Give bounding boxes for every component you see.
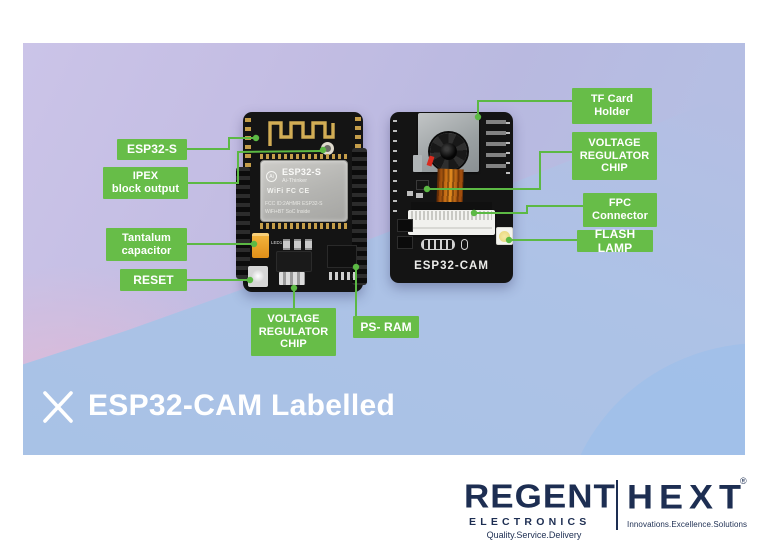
resistor-icon bbox=[305, 239, 312, 250]
pin-header-left bbox=[236, 167, 250, 279]
registered-mark: ® bbox=[740, 476, 747, 486]
camera-lens-icon bbox=[430, 133, 467, 170]
solder-pads-icon bbox=[329, 272, 355, 280]
tantalum-capacitor-icon bbox=[252, 233, 269, 258]
fpc-label: FPC Connector bbox=[583, 193, 657, 227]
psram-chip-icon bbox=[327, 245, 357, 268]
tfcard-label: TF Card Holder bbox=[572, 88, 652, 124]
module-fcc-id: FCC ID:2AHMR ESP32-S bbox=[265, 201, 323, 207]
esp32s-label: ESP32-S bbox=[117, 139, 187, 160]
smd-component bbox=[407, 191, 413, 196]
vrc-left-label: VOLTAGE REGULATOR CHIP bbox=[251, 308, 336, 356]
logo-divider bbox=[616, 480, 618, 530]
x-logo-icon bbox=[43, 391, 73, 423]
fpc-latch-bar bbox=[411, 202, 492, 210]
regent-tagline: Quality.Service.Delivery bbox=[486, 530, 582, 540]
voltage-regulator-chip-front-icon bbox=[416, 180, 429, 190]
smd-component bbox=[416, 193, 423, 198]
esp32s-shield-module: Ai ESP32-S Ai-Thinker WiFi FC CE FCC ID:… bbox=[260, 160, 348, 222]
hext-logo: HEXT bbox=[627, 476, 748, 517]
castellation-pads-right bbox=[355, 117, 361, 159]
esp32-board-back: Ai ESP32-S Ai-Thinker WiFi FC CE FCC ID:… bbox=[236, 112, 367, 292]
module-pads-bottom bbox=[260, 223, 348, 229]
board-name-silkscreen: ESP32-CAM bbox=[414, 260, 489, 272]
module-soc-text: WiFi+BT SoC Inside bbox=[265, 209, 311, 215]
fpc-connector-icon bbox=[408, 210, 495, 235]
antenna-trace-icon bbox=[268, 121, 335, 146]
page-title: ESP32-CAM Labelled bbox=[88, 389, 396, 422]
psram-label: PS- RAM bbox=[353, 316, 419, 338]
flash-lamp-icon bbox=[496, 227, 513, 245]
reset-label: RESET bbox=[120, 269, 187, 291]
module-pads-top bbox=[260, 154, 348, 159]
castellation-pads-left bbox=[245, 118, 251, 168]
regent-logo: REGENT bbox=[464, 477, 616, 516]
led1-label: LED1 bbox=[271, 240, 283, 245]
ipex-label: IPEX block output bbox=[103, 167, 188, 199]
module-brand: Ai-Thinker bbox=[282, 178, 308, 184]
jumper-pads-icon bbox=[397, 219, 413, 232]
jumper-pads-icon bbox=[397, 236, 413, 249]
reset-button-icon bbox=[248, 266, 268, 287]
silkscreen-marks-icon bbox=[461, 239, 468, 250]
module-name: ESP32-S bbox=[282, 167, 322, 177]
vrc-right-label: VOLTAGE REGULATOR CHIP bbox=[572, 132, 657, 180]
voltage-regulator-chip-icon bbox=[276, 251, 312, 272]
resistor-icon bbox=[283, 239, 290, 250]
regent-electronics-text: ELECTRONICS bbox=[469, 516, 591, 528]
silkscreen-pins-left bbox=[393, 120, 397, 215]
esp32-cam-board-front: ESP32-CAM bbox=[390, 112, 513, 283]
flash-label: FLASH LAMP bbox=[577, 227, 653, 255]
resistor-icon bbox=[294, 239, 301, 250]
silkscreen-pins-right bbox=[506, 122, 510, 180]
hext-tagline: Innovations.Excellence.Solutions bbox=[627, 520, 748, 529]
tantalum-label: Tantalum capacitor bbox=[106, 228, 187, 261]
silkscreen-marks-icon bbox=[421, 239, 455, 250]
module-cert-marks: WiFi FC CE bbox=[267, 188, 310, 195]
smd-pad-grid bbox=[486, 120, 506, 168]
tf-card-tab bbox=[413, 155, 422, 172]
ai-thinker-logo-icon: Ai bbox=[266, 171, 277, 182]
regulator-legs-icon bbox=[279, 272, 305, 285]
